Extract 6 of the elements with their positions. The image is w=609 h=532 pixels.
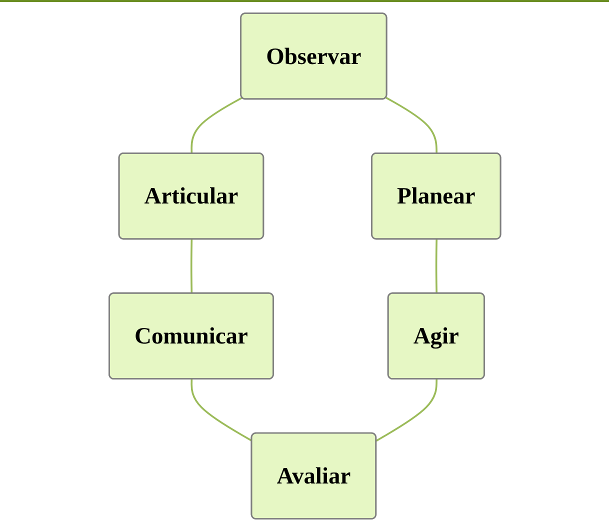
connector	[190, 379, 252, 442]
connector	[385, 96, 438, 154]
connector	[435, 239, 438, 294]
connector	[190, 96, 242, 154]
connector	[376, 379, 438, 442]
connector	[190, 239, 192, 294]
